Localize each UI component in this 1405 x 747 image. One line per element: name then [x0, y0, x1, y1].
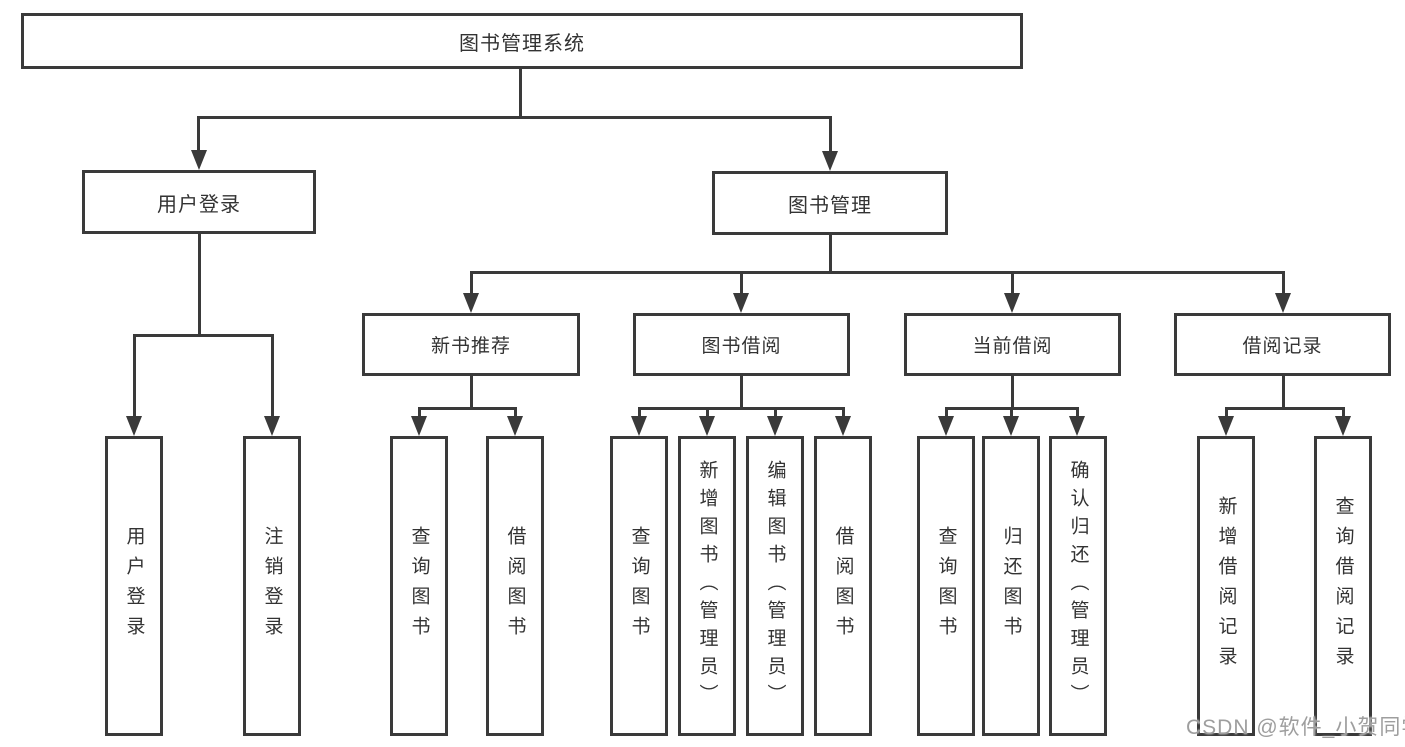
leaf-borrow-borrow-book-label: 借阅图书 — [832, 526, 854, 646]
connector-hline — [638, 407, 844, 410]
csdn-watermark: CSDN @软件_小贺同学 — [1186, 716, 1405, 739]
connector-vline — [842, 407, 845, 419]
leaf-newrec-query-book: 查询图书 — [390, 436, 448, 736]
node-library-system-label: 图书管理系统 — [459, 32, 585, 55]
connector-vline — [519, 69, 522, 118]
connector-vline — [1225, 407, 1228, 419]
connector-vline — [829, 116, 832, 153]
connector-vline — [1011, 271, 1014, 297]
node-library-system: 图书管理系统 — [21, 13, 1023, 69]
leaf-userlogin-logout: 注销登录 — [243, 436, 301, 736]
leaf-current-return-book-label: 归还图书 — [1000, 526, 1022, 646]
leaf-newrec-borrow-book-label: 借阅图书 — [504, 526, 526, 646]
leaf-borrow-query-book: 查询图书 — [610, 436, 668, 736]
node-borrow-record-label: 借阅记录 — [1242, 336, 1323, 357]
connector-hline — [470, 271, 1284, 274]
connector-vline — [945, 407, 948, 419]
leaf-userlogin-login-label: 用户登录 — [123, 526, 145, 646]
node-book-borrow: 图书借阅 — [633, 313, 850, 376]
connector-vline — [1011, 376, 1014, 410]
connector-arrow — [938, 416, 954, 436]
node-book-borrow-label: 图书借阅 — [701, 336, 782, 357]
connector-vline — [1010, 407, 1013, 419]
leaf-record-add-record-label: 新增借阅记录 — [1215, 496, 1237, 676]
connector-vline — [706, 407, 709, 419]
connector-arrow — [835, 416, 851, 436]
leaf-record-add-record: 新增借阅记录 — [1197, 436, 1255, 736]
connector-arrow — [1218, 416, 1234, 436]
node-current-borrow: 当前借阅 — [904, 313, 1121, 376]
connector-vline — [1282, 271, 1285, 297]
connector-hline — [1225, 407, 1345, 410]
leaf-record-query-record: 查询借阅记录 — [1314, 436, 1372, 736]
connector-hline — [418, 407, 517, 410]
connector-vline — [1342, 407, 1345, 419]
connector-vline — [197, 116, 200, 152]
node-user-login-label: 用户登录 — [157, 193, 241, 216]
leaf-current-query-book-label: 查询图书 — [935, 526, 957, 646]
leaf-current-query-book: 查询图书 — [917, 436, 975, 736]
connector-hline — [133, 334, 274, 337]
connector-vline — [198, 234, 201, 337]
connector-vline — [740, 376, 743, 410]
connector-vline — [470, 376, 473, 410]
connector-vline — [829, 235, 832, 273]
leaf-current-confirm-return-admin: 确认归还（管理员） — [1049, 436, 1107, 736]
leaf-current-confirm-return-admin-label: 确认归还（管理员） — [1067, 460, 1089, 712]
leaf-borrow-edit-book-admin-label: 编辑图书（管理员） — [764, 460, 786, 712]
connector-vline — [740, 271, 743, 297]
leaf-newrec-query-book-label: 查询图书 — [408, 526, 430, 646]
connector-arrow — [733, 293, 749, 313]
connector-arrow — [822, 151, 838, 171]
leaf-userlogin-logout-label: 注销登录 — [261, 526, 283, 646]
leaf-userlogin-login: 用户登录 — [105, 436, 163, 736]
node-current-borrow-label: 当前借阅 — [972, 336, 1053, 357]
leaf-borrow-borrow-book: 借阅图书 — [814, 436, 872, 736]
node-book-management-label: 图书管理 — [788, 194, 872, 217]
connector-arrow — [411, 416, 427, 436]
leaf-borrow-add-book-admin-label: 新增图书（管理员） — [696, 460, 718, 712]
connector-arrow — [1275, 293, 1291, 313]
leaf-current-return-book: 归还图书 — [982, 436, 1040, 736]
connector-arrow — [631, 416, 647, 436]
connector-hline — [198, 116, 832, 119]
connector-arrow — [1004, 293, 1020, 313]
connector-vline — [418, 407, 421, 419]
connector-vline — [1282, 376, 1285, 410]
connector-arrow — [1069, 416, 1085, 436]
connector-arrow — [191, 150, 207, 170]
connector-arrow — [507, 416, 523, 436]
connector-vline — [470, 271, 473, 297]
leaf-borrow-add-book-admin: 新增图书（管理员） — [678, 436, 736, 736]
connector-arrow — [1335, 416, 1351, 436]
connector-vline — [638, 407, 641, 419]
connector-arrow — [126, 416, 142, 436]
connector-arrow — [699, 416, 715, 436]
node-new-book-recommend: 新书推荐 — [362, 313, 580, 376]
connector-arrow — [767, 416, 783, 436]
node-borrow-record: 借阅记录 — [1174, 313, 1391, 376]
connector-arrow — [264, 416, 280, 436]
node-book-management: 图书管理 — [712, 171, 948, 235]
leaf-newrec-borrow-book: 借阅图书 — [486, 436, 544, 736]
connector-vline — [774, 407, 777, 419]
leaf-record-query-record-label: 查询借阅记录 — [1332, 496, 1354, 676]
connector-vline — [1076, 407, 1079, 419]
node-new-book-recommend-label: 新书推荐 — [430, 336, 511, 357]
connector-vline — [133, 334, 136, 418]
connector-arrow — [1003, 416, 1019, 436]
leaf-borrow-edit-book-admin: 编辑图书（管理员） — [746, 436, 804, 736]
connector-arrow — [463, 293, 479, 313]
leaf-borrow-query-book-label: 查询图书 — [628, 526, 650, 646]
connector-vline — [271, 334, 274, 418]
node-user-login: 用户登录 — [82, 170, 316, 234]
connector-vline — [514, 407, 517, 419]
